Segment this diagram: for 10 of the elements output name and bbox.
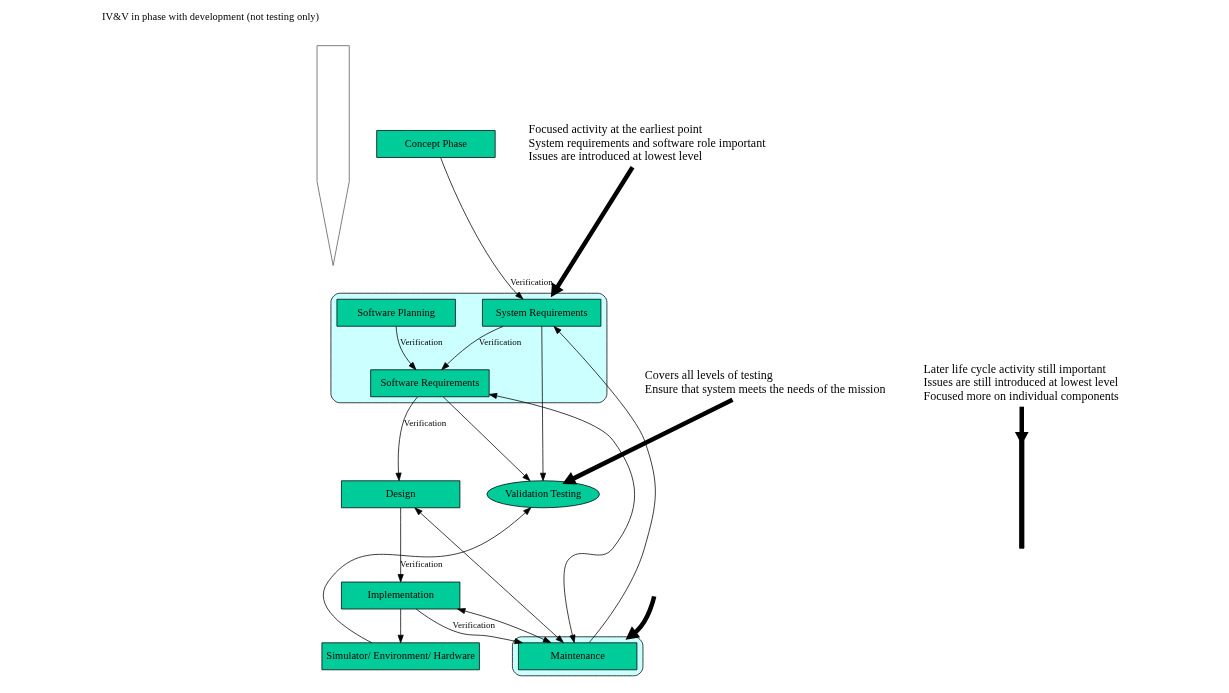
edge-label: Verification (452, 620, 495, 631)
node-text: Later life cycle activity still important Issues are still introduced at lowest level Focused more on individual components (922, 361, 1119, 403)
node-text: Covers all levels of testing Ensure that system meets the needs of the mission (644, 368, 885, 396)
edge-label: Verification (478, 337, 521, 348)
node-label: IV&V in phase with development (not testing only) (101, 10, 319, 22)
edge-label: Verification (403, 417, 446, 428)
edge-label: Verification (509, 276, 553, 287)
edge-label: Verification (399, 337, 443, 348)
node-text: Focused activity at the earliest point System requirements and software role important Issues are introduced at lowest level (528, 122, 765, 164)
edge-label: Verification (399, 559, 443, 570)
